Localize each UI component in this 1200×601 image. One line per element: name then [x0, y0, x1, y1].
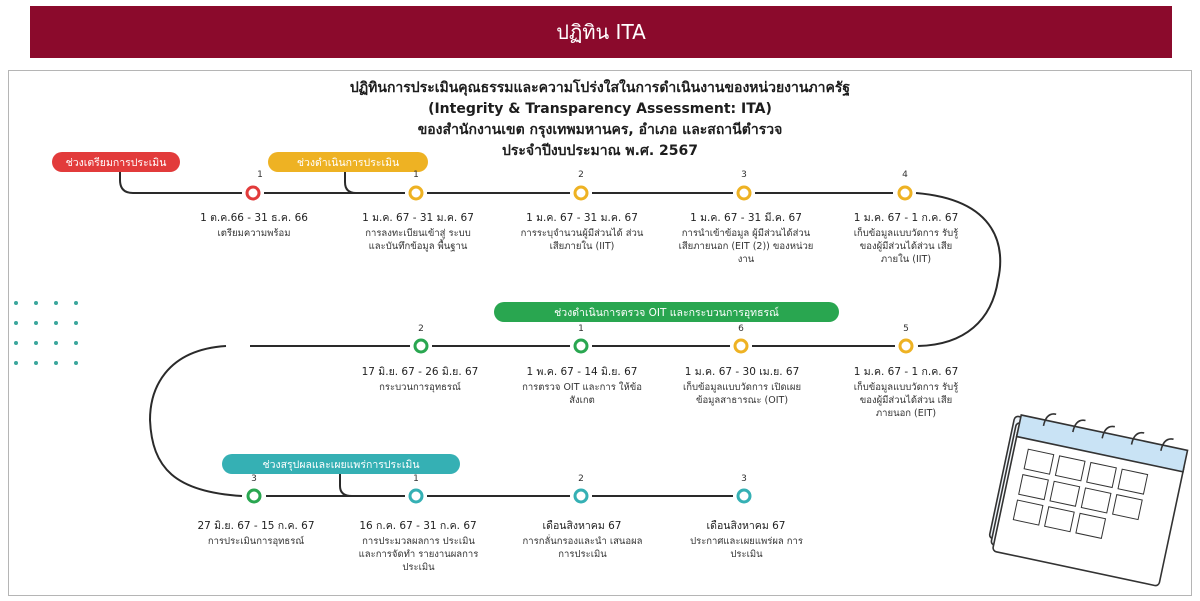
step-description: การนำเข้าข้อมูล ผู้มีส่วนได้ส่วนเสียภายน…: [678, 228, 814, 265]
step-date: เดือนสิงหาคม 67: [542, 520, 622, 532]
step-marker-audit-3: [246, 488, 262, 504]
step-marker-assess-6: [733, 338, 749, 354]
step-description: เก็บข้อมูลแบบวัดการ รับรู้ของผู้มีส่วนได…: [853, 382, 959, 419]
step-number: 5: [903, 324, 909, 334]
step-marker-assess-3: [736, 185, 752, 201]
step-marker-assess-5: [898, 338, 914, 354]
step-description: เก็บข้อมูลแบบวัดการ รับรู้ของผู้มีส่วนได…: [853, 228, 959, 265]
step-number: 3: [741, 474, 747, 484]
phase-summary-text: ช่วงสรุปผลและเผยแพร่การประเมิน: [262, 458, 420, 471]
step-description: การกลั่นกรองและนำ เสนอผลการประเมิน: [522, 536, 643, 560]
step-date: 1 ม.ค. 67 - 31 ม.ค. 67: [526, 212, 638, 224]
step-description: การตรวจ OIT และการ ให้ข้อสังเกต: [522, 382, 642, 406]
step-description: เก็บข้อมูลแบบวัดการ เปิดเผยข้อมูลสาธารณะ…: [682, 382, 802, 406]
step-number: 2: [418, 324, 424, 334]
step-date: 27 มิ.ย. 67 - 15 ก.ค. 67: [197, 520, 315, 532]
step-number: 3: [741, 170, 747, 180]
calendar-icon: [988, 413, 1189, 587]
step-number: 2: [578, 170, 584, 180]
step-description: การประมวลผลการ ประเมิน และการจัดทำ รายงา…: [358, 536, 479, 573]
step-marker-audit-1: [573, 338, 589, 354]
step-date: 1 ม.ค. 67 - 1 ก.ค. 67: [853, 366, 959, 378]
step-date: 1 พ.ค. 67 - 14 มิ.ย. 67: [526, 366, 638, 378]
step-marker-prepare-1: [245, 185, 261, 201]
step-description: เตรียมความพร้อม: [217, 228, 291, 239]
step-number: 1: [257, 170, 263, 180]
step-number: 1: [413, 170, 419, 180]
step-marker-summary-2: [573, 488, 589, 504]
step-date: 1 ม.ค. 67 - 31 มี.ค. 67: [690, 212, 802, 224]
step-number: 1: [413, 474, 419, 484]
step-description: การประเมินการอุทธรณ์: [207, 536, 305, 547]
step-date: เดือนสิงหาคม 67: [706, 520, 786, 532]
step-marker-assess-4: [897, 185, 913, 201]
step-number: 3: [251, 474, 257, 484]
step-number: 1: [578, 324, 584, 334]
phase-prepare-text: ช่วงเตรียมการประเมิน: [65, 156, 167, 169]
step-number: 6: [738, 324, 744, 334]
step-marker-summary-3: [736, 488, 752, 504]
step-date: 1 ม.ค. 67 - 30 เม.ย. 67: [684, 366, 800, 378]
step-marker-assess-2: [573, 185, 589, 201]
page-banner: ปฏิทิน ITA: [30, 6, 1172, 58]
step-description: กระบวนการอุทธรณ์: [379, 382, 461, 393]
phase-label-prepare: ช่วงเตรียมการประเมิน: [52, 152, 180, 172]
step-marker-assess-1: [408, 185, 424, 201]
infographic-title: ปฏิทินการประเมินคุณธรรมและความโปร่งใสในก…: [0, 78, 1200, 162]
step-number: 2: [578, 474, 584, 484]
phase-label-audit: ช่วงดำเนินการตรวจ OIT และกระบวนการอุทธรณ…: [494, 302, 839, 322]
phase-assess-text: ช่วงดำเนินการประเมิน: [296, 156, 400, 169]
step-date: 1 ม.ค. 67 - 31 ม.ค. 67: [362, 212, 474, 224]
step-number: 4: [902, 170, 908, 180]
step-date: 1 ต.ค.66 - 31 ธ.ค. 66: [200, 212, 308, 224]
step-description: ประกาศและเผยแพร่ผล การประเมิน: [690, 536, 803, 560]
step-date: 17 มิ.ย. 67 - 26 มิ.ย. 67: [361, 366, 479, 378]
phase-label-summary: ช่วงสรุปผลและเผยแพร่การประเมิน: [222, 454, 460, 474]
step-marker-summary-1: [408, 488, 424, 504]
title-line-4: ประจำปีงบประมาณ พ.ศ. 2567: [501, 143, 699, 159]
title-line-3: ของสำนักงานเขต กรุงเทพมหานคร, อำเภอ และส…: [417, 122, 783, 138]
phase-label-assess: ช่วงดำเนินการประเมิน: [268, 152, 428, 172]
step-marker-audit-2: [413, 338, 429, 354]
step-description: การระบุจำนวนผู้มีส่วนได้ ส่วนเสียภายใน (…: [520, 228, 644, 252]
step-description: การลงทะเบียนเข้าสู่ ระบบและบันทึกข้อมูล …: [365, 228, 471, 252]
banner-title: ปฏิทิน ITA: [556, 20, 646, 44]
step-date: 16 ก.ค. 67 - 31 ก.ค. 67: [359, 520, 477, 532]
title-line-2: (Integrity & Transparency Assessment: IT…: [428, 101, 772, 117]
phase-audit-text: ช่วงดำเนินการตรวจ OIT และกระบวนการอุทธรณ…: [554, 306, 779, 319]
step-date: 1 ม.ค. 67 - 1 ก.ค. 67: [853, 212, 959, 224]
title-line-1: ปฏิทินการประเมินคุณธรรมและความโปร่งใสในก…: [349, 80, 851, 96]
